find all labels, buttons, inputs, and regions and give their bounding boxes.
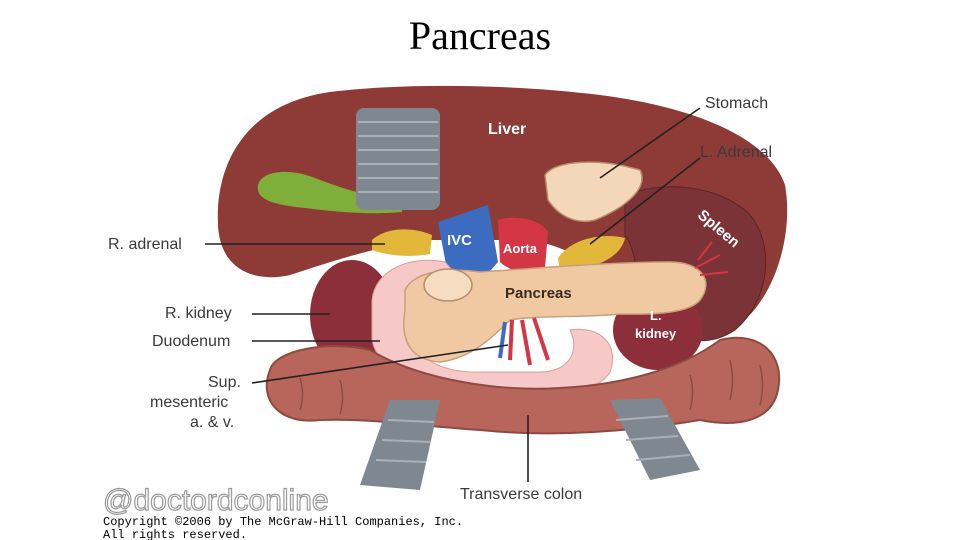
- aorta-label: Aorta: [503, 241, 538, 256]
- slide-title: Pancreas: [408, 13, 552, 58]
- duodenum-callout: Duodenum: [152, 333, 230, 350]
- l-adrenal-callout: L. Adrenal: [700, 144, 772, 161]
- vessel-tube-upper: [356, 108, 440, 210]
- watermark-text: @doctordconline: [103, 484, 329, 517]
- stomach-callout: Stomach: [705, 95, 768, 112]
- sup-mesenteric-callout-line1: Sup.: [208, 374, 241, 391]
- ivc-shape: [438, 205, 498, 285]
- r-kidney-callout: R. kidney: [165, 305, 232, 322]
- aorta-shape: [498, 217, 548, 272]
- l-kidney-label-line2: kidney: [635, 326, 677, 341]
- l-kidney-label-line1: L.: [650, 308, 662, 323]
- copyright-line2: All rights reserved.: [103, 528, 247, 540]
- lower-tube-rings: [375, 415, 691, 463]
- left-adrenal-shape: [558, 236, 625, 272]
- colon-haustra: [299, 359, 764, 415]
- pancreas-label: Pancreas: [505, 285, 572, 302]
- copyright-line1: Copyright ©2006 by The McGraw-Hill Compa…: [103, 515, 463, 529]
- sup-mesenteric-leader: [251, 344, 509, 384]
- liver-label: Liver: [488, 121, 526, 138]
- splenic-vessels: [694, 241, 729, 276]
- ivc-label: IVC: [447, 232, 472, 249]
- pancreas-duct-opening: [423, 268, 473, 302]
- sup-mesenteric-vessels: [508, 317, 550, 366]
- tube-rings: [358, 121, 438, 193]
- right-adrenal-shape: [372, 229, 432, 256]
- vessel-tube-lower-left: [360, 400, 440, 490]
- sup-mesenteric-vein: [498, 321, 507, 359]
- transverse-colon-callout: Transverse colon: [460, 486, 582, 503]
- stomach-leader: [599, 107, 701, 179]
- sup-mesenteric-callout-line2: mesenteric: [150, 394, 228, 411]
- sup-mesenteric-callout-line3: a. & v.: [190, 414, 234, 431]
- l-adrenal-leader: [589, 157, 701, 245]
- pancreas-shape: [403, 261, 707, 363]
- r-adrenal-callout: R. adrenal: [108, 236, 182, 253]
- stomach-shape: [544, 161, 643, 222]
